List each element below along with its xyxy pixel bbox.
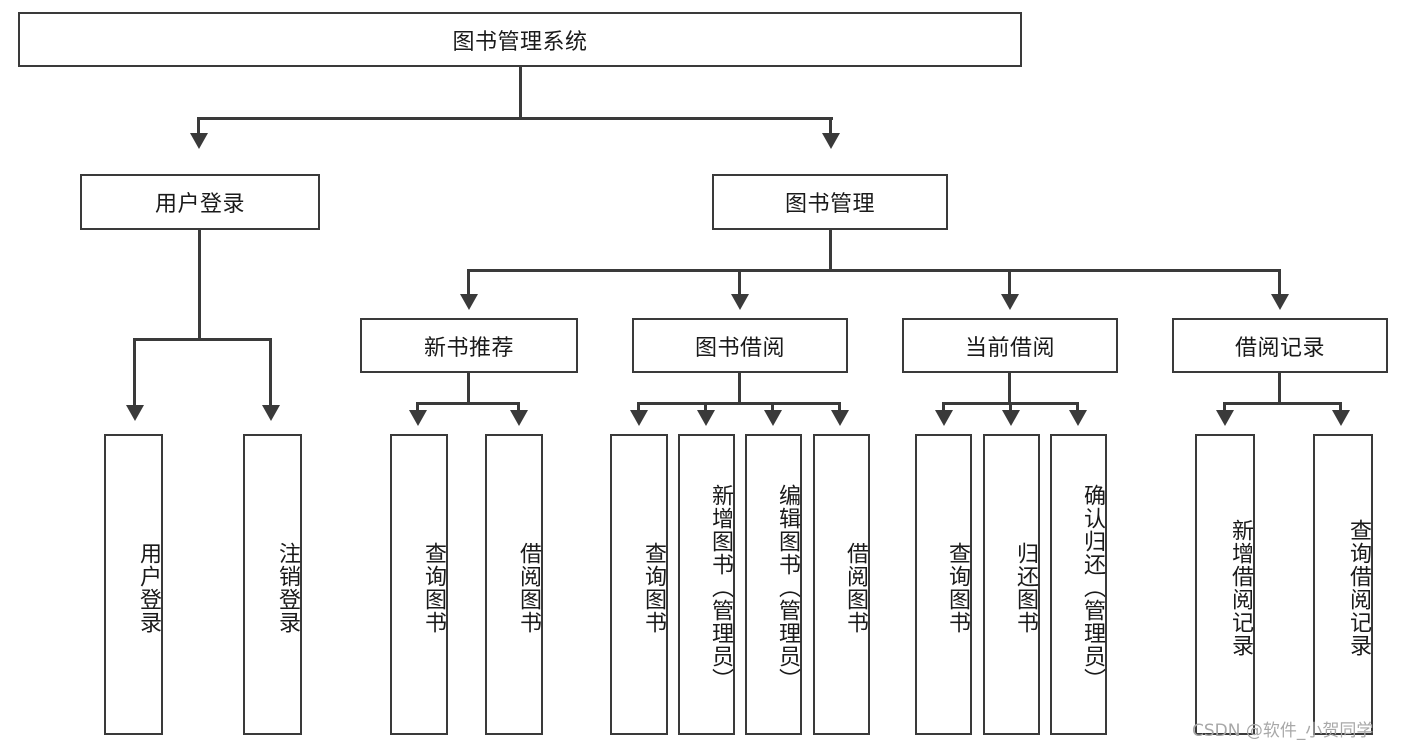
edge-level3-bus bbox=[467, 269, 1279, 272]
node-label: 归还图书 bbox=[1014, 541, 1039, 634]
arrowhead-book-mgmt bbox=[822, 133, 840, 149]
edge-br-leaf1 bbox=[1223, 402, 1226, 412]
edge-to-book-borrow bbox=[738, 269, 741, 297]
edge-to-user-login bbox=[197, 117, 200, 136]
edge-to-borrow-record bbox=[1278, 269, 1281, 297]
edge-borrow-record-stem bbox=[1278, 373, 1281, 405]
edge-br-leaf2 bbox=[1339, 402, 1342, 412]
arrowhead-book-borrow bbox=[731, 294, 749, 310]
arrowhead-br-leaf1 bbox=[1216, 410, 1234, 426]
node-book-borrow[interactable]: 图书借阅 bbox=[632, 318, 848, 373]
arrowhead-bb-leaf2 bbox=[697, 410, 715, 426]
node-root-system[interactable]: 图书管理系统 bbox=[18, 12, 1022, 67]
leaf-bb-edit-book-admin[interactable]: 编辑图书（管理员） bbox=[745, 434, 802, 735]
node-borrow-record[interactable]: 借阅记录 bbox=[1172, 318, 1388, 373]
node-user-login[interactable]: 用户登录 bbox=[80, 174, 320, 230]
node-label: 查询图书 bbox=[422, 541, 447, 634]
arrowhead-cb-leaf2 bbox=[1002, 410, 1020, 426]
leaf-logout[interactable]: 注销登录 bbox=[243, 434, 302, 735]
arrowhead-user-login bbox=[190, 133, 208, 149]
edge-level2-bus bbox=[197, 117, 833, 120]
leaf-bb-query-book[interactable]: 查询图书 bbox=[610, 434, 668, 735]
node-label: 查询图书 bbox=[642, 541, 667, 634]
node-label: 注销登录 bbox=[276, 541, 301, 634]
node-current-borrow[interactable]: 当前借阅 bbox=[902, 318, 1118, 373]
arrowhead-leaf-logout bbox=[262, 405, 280, 421]
node-label: 借阅记录 bbox=[1234, 334, 1325, 360]
arrowhead-nb-leaf1 bbox=[409, 410, 427, 426]
arrowhead-bb-leaf3 bbox=[764, 410, 782, 426]
node-book-management[interactable]: 图书管理 bbox=[712, 174, 948, 230]
node-label: 查询借阅记录 bbox=[1347, 518, 1372, 657]
node-label: 编辑图书（管理员） bbox=[776, 484, 801, 691]
csdn-watermark: CSDN @软件_小贺同学 bbox=[1192, 721, 1374, 741]
node-label: 新书推荐 bbox=[423, 334, 514, 360]
edge-to-book-mgmt bbox=[829, 117, 832, 136]
leaf-cb-confirm-return-admin[interactable]: 确认归还（管理员） bbox=[1050, 434, 1107, 735]
edge-cb-leaf2 bbox=[1009, 402, 1012, 412]
edge-new-book-leaf1 bbox=[416, 402, 419, 412]
edge-current-borrow-stem bbox=[1008, 373, 1011, 405]
edge-bb-leaf2 bbox=[704, 402, 707, 412]
arrowhead-bb-leaf4 bbox=[831, 410, 849, 426]
edge-bb-leaf1 bbox=[637, 402, 640, 412]
edge-bb-leaf3 bbox=[771, 402, 774, 412]
arrowhead-cb-leaf3 bbox=[1069, 410, 1087, 426]
node-label: 新增图书（管理员） bbox=[709, 484, 734, 691]
node-label: 图书借阅 bbox=[694, 334, 785, 360]
edge-user-login-leaf1 bbox=[133, 338, 136, 408]
node-label: 用户登录 bbox=[137, 541, 162, 634]
leaf-br-add-record[interactable]: 新增借阅记录 bbox=[1195, 434, 1255, 735]
leaf-bb-add-book-admin[interactable]: 新增图书（管理员） bbox=[678, 434, 735, 735]
arrowhead-cb-leaf1 bbox=[935, 410, 953, 426]
edge-to-new-book bbox=[467, 269, 470, 297]
node-new-book-recommend[interactable]: 新书推荐 bbox=[360, 318, 578, 373]
edge-user-login-bus bbox=[133, 338, 272, 341]
edge-new-book-leaf2 bbox=[517, 402, 520, 412]
node-label: 图书管理 bbox=[784, 191, 875, 216]
arrowhead-br-leaf2 bbox=[1332, 410, 1350, 426]
edge-cb-leaf3 bbox=[1076, 402, 1079, 412]
leaf-cb-query-book[interactable]: 查询图书 bbox=[915, 434, 972, 735]
leaf-nb-query-book[interactable]: 查询图书 bbox=[390, 434, 448, 735]
edge-root-stem bbox=[519, 67, 522, 118]
edge-book-borrow-bus bbox=[637, 402, 841, 405]
edge-user-login-leaf2 bbox=[269, 338, 272, 408]
node-label: 新增借阅记录 bbox=[1229, 518, 1254, 657]
leaf-user-login[interactable]: 用户登录 bbox=[104, 434, 163, 735]
edge-borrow-record-bus bbox=[1223, 402, 1342, 405]
edge-new-book-stem bbox=[467, 373, 470, 405]
node-label: 当前借阅 bbox=[964, 334, 1055, 360]
leaf-nb-borrow-book[interactable]: 借阅图书 bbox=[485, 434, 543, 735]
leaf-cb-return-book[interactable]: 归还图书 bbox=[983, 434, 1040, 735]
edge-cb-leaf1 bbox=[942, 402, 945, 412]
node-label: 借阅图书 bbox=[517, 541, 542, 634]
node-label: 图书管理系统 bbox=[452, 28, 588, 54]
edge-new-book-bus bbox=[416, 402, 520, 405]
edge-user-login-stem bbox=[198, 230, 201, 341]
edge-book-mgmt-stem bbox=[829, 230, 832, 272]
arrowhead-nb-leaf2 bbox=[510, 410, 528, 426]
arrowhead-borrow-record bbox=[1271, 294, 1289, 310]
node-label: 借阅图书 bbox=[844, 541, 869, 634]
leaf-bb-borrow-book[interactable]: 借阅图书 bbox=[813, 434, 870, 735]
arrowhead-new-book bbox=[460, 294, 478, 310]
edge-bb-leaf4 bbox=[838, 402, 841, 412]
leaf-br-query-record[interactable]: 查询借阅记录 bbox=[1313, 434, 1373, 735]
edge-book-borrow-stem bbox=[738, 373, 741, 405]
node-label: 用户登录 bbox=[154, 191, 245, 216]
node-label: 确认归还（管理员） bbox=[1081, 484, 1106, 691]
arrowhead-current-borrow bbox=[1001, 294, 1019, 310]
arrowhead-bb-leaf1 bbox=[630, 410, 648, 426]
arrowhead-leaf-user-login bbox=[126, 405, 144, 421]
edge-to-current-borrow bbox=[1008, 269, 1011, 297]
node-label: 查询图书 bbox=[946, 541, 971, 634]
